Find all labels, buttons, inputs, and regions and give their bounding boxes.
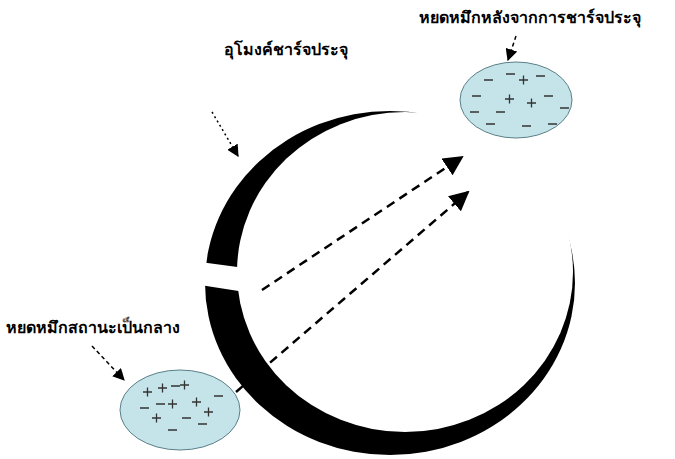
tunnel-inner	[237, 112, 573, 432]
label-text: อุโมงค์ชาร์จประจุ	[224, 40, 348, 61]
tunnel-outer	[205, 111, 575, 455]
charging-tunnel	[200, 111, 575, 455]
charged-ink-drop	[460, 62, 572, 138]
charge-signs	[140, 381, 223, 431]
charge-signs	[470, 74, 569, 126]
neutral-ink-drop	[120, 370, 240, 450]
leader-line	[508, 36, 516, 60]
tunnel-gap	[200, 262, 245, 292]
trajectory-arrow	[236, 192, 468, 392]
label-text: หยดหมึกหลังจากการชาร์จประจุ	[419, 8, 641, 29]
leader-line	[212, 112, 238, 156]
leader-line	[92, 346, 124, 380]
label-text: หยดหมึกสถานะเป็นกลาง	[6, 318, 180, 339]
